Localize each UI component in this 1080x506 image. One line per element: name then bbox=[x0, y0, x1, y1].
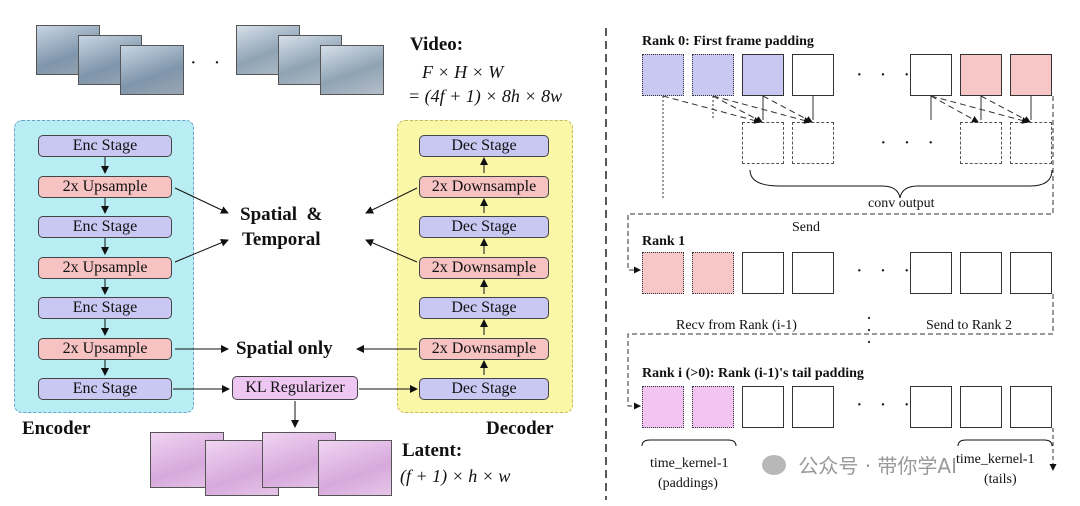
time-kernel-paddings-label-2: (paddings) bbox=[658, 476, 718, 491]
enc-stage-1: Enc Stage bbox=[38, 135, 172, 157]
wechat-icon bbox=[762, 454, 786, 475]
spatial-temporal-label-1: Spatial & bbox=[240, 204, 323, 225]
spatial-only-label: Spatial only bbox=[236, 338, 333, 359]
rank1-cell-6 bbox=[960, 252, 1002, 294]
watermark-text: 公众号 · 带你学AI bbox=[798, 454, 958, 478]
dec-to-st-arrow-2 bbox=[365, 239, 418, 263]
ranki-cell-6 bbox=[960, 386, 1002, 428]
video-frame-3 bbox=[120, 45, 184, 95]
conv-output-label: conv output bbox=[868, 196, 935, 211]
send-to-label: Send to Rank 2 bbox=[926, 318, 1012, 333]
latent-frame-4 bbox=[318, 440, 392, 496]
rank0-cell-3 bbox=[742, 54, 784, 96]
ranki-pad-cell-1 bbox=[642, 386, 684, 428]
dec-stage-1: Dec Stage bbox=[419, 135, 549, 157]
ranki-label: Rank i (>0): Rank (i-1)'s tail padding bbox=[642, 366, 864, 381]
enc-stage-2: Enc Stage bbox=[38, 216, 172, 238]
ranki-pad-cell-2 bbox=[692, 386, 734, 428]
watermark: 公众号 · 带你学AI bbox=[762, 450, 957, 479]
ranki-ellipsis: · · · bbox=[856, 394, 916, 416]
time-kernel-paddings-label-1: time_kernel-1 bbox=[650, 456, 729, 471]
ranki-cell-7 bbox=[1010, 386, 1052, 428]
conv-output-cell-2 bbox=[792, 122, 834, 164]
time-kernel-tails-label-1: time_kernel-1 bbox=[956, 452, 1035, 467]
video-formula: = (4f + 1) × 8h × 8w bbox=[408, 86, 563, 106]
encoder-label: Encoder bbox=[22, 418, 91, 439]
rank0-ellipsis: · · · bbox=[856, 64, 916, 86]
conv-output-cell-1 bbox=[742, 122, 784, 164]
kl-regularizer: KL Regularizer bbox=[232, 376, 358, 400]
rank1-label: Rank 1 bbox=[642, 234, 686, 249]
video-dims: F × H × W bbox=[422, 62, 504, 82]
time-kernel-tails-label-2: (tails) bbox=[984, 472, 1017, 487]
rank1-pad-cell-1 bbox=[642, 252, 684, 294]
dec-downsample-3: 2x Downsample bbox=[419, 338, 549, 360]
ranki-cell-4 bbox=[792, 386, 834, 428]
decoder-label: Decoder bbox=[486, 418, 554, 439]
video-frame-6 bbox=[320, 45, 384, 95]
recv-label: Recv from Rank (i-1) bbox=[676, 318, 797, 333]
conv-output-cell-3 bbox=[960, 122, 1002, 164]
rank0-cell-5 bbox=[910, 54, 952, 96]
rank1-cell-4 bbox=[792, 252, 834, 294]
rank0-label: Rank 0: First frame padding bbox=[642, 34, 814, 49]
rank0-pad-cell-1 bbox=[642, 54, 684, 96]
enc-stage-4: Enc Stage bbox=[38, 378, 172, 400]
rank1-ellipsis: · · · bbox=[856, 260, 916, 282]
dec-stage-2: Dec Stage bbox=[419, 216, 549, 238]
rank1-cell-7 bbox=[1010, 252, 1052, 294]
dec-stage-4: Dec Stage bbox=[419, 378, 549, 400]
frames-ellipsis: · · · bbox=[190, 52, 250, 74]
latent-formula: (f + 1) × h × w bbox=[400, 466, 511, 486]
conv-output-cell-4 bbox=[1010, 122, 1052, 164]
rank1-cell-5 bbox=[910, 252, 952, 294]
ranki-cell-3 bbox=[742, 386, 784, 428]
spatial-temporal-label-2: Temporal bbox=[242, 229, 321, 250]
panel-divider bbox=[605, 28, 607, 500]
rank1-pad-cell-2 bbox=[692, 252, 734, 294]
left-arrows bbox=[101, 157, 488, 428]
enc-upsample-3: 2x Upsample bbox=[38, 338, 172, 360]
latent-label: Latent: bbox=[402, 440, 463, 461]
enc-to-st-arrow-1 bbox=[174, 187, 229, 214]
vertical-ellipsis: ··· bbox=[866, 308, 872, 352]
enc-upsample-2: 2x Upsample bbox=[38, 257, 172, 279]
rank0-pad-cell-2 bbox=[692, 54, 734, 96]
rank0-tail-cell-1 bbox=[960, 54, 1002, 96]
enc-stage-3: Enc Stage bbox=[38, 297, 172, 319]
conv-ellipsis: · · · bbox=[880, 132, 940, 154]
rank0-tail-cell-2 bbox=[1010, 54, 1052, 96]
send-label: Send bbox=[792, 220, 820, 235]
rank0-cell-4 bbox=[792, 54, 834, 96]
enc-to-st-arrow-2 bbox=[174, 238, 229, 263]
video-label: Video: bbox=[410, 34, 464, 55]
dec-stage-3: Dec Stage bbox=[419, 297, 549, 319]
dec-to-st-arrow-1 bbox=[365, 187, 418, 214]
dec-downsample-1: 2x Downsample bbox=[419, 176, 549, 198]
enc-upsample-1: 2x Upsample bbox=[38, 176, 172, 198]
rank1-cell-3 bbox=[742, 252, 784, 294]
dec-downsample-2: 2x Downsample bbox=[419, 257, 549, 279]
ranki-cell-5 bbox=[910, 386, 952, 428]
